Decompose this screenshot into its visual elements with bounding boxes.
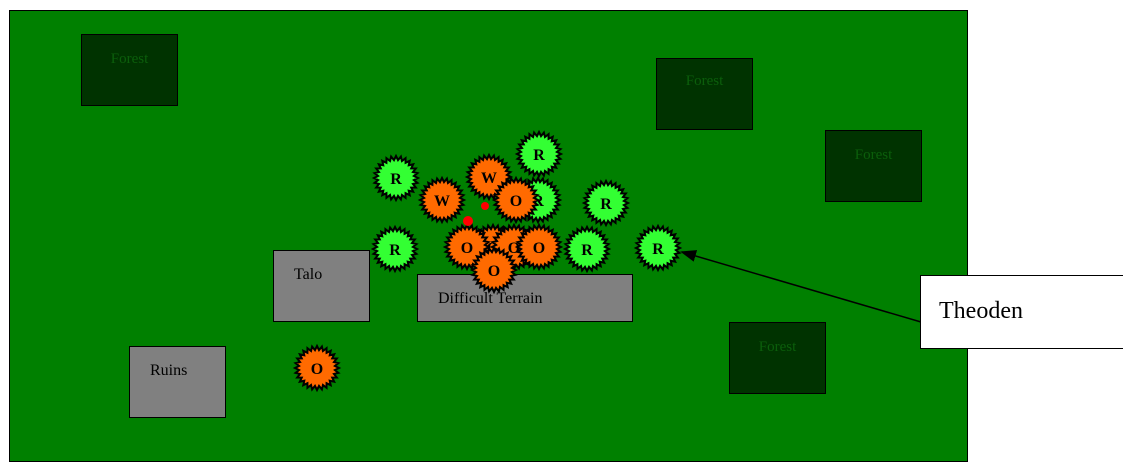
unit-token-r[interactable]: R [633,223,683,273]
unit-token-o[interactable]: O [491,175,541,225]
ruins-area: Ruins [129,346,226,418]
unit-token-shape [581,178,631,228]
forest-area-3: Forest [825,130,922,202]
forest-area-1: Forest [81,34,178,106]
unit-token-shape [514,222,564,272]
unit-token-r[interactable]: R [371,153,421,203]
forest-label-2: Forest [685,73,724,89]
unit-token-shape [469,245,519,295]
forest-label-1: Forest [110,51,149,67]
theoden-callout: Theoden [920,275,1123,349]
forest-area-2: Forest [656,58,753,130]
forest-area-4: Forest [729,322,826,394]
unit-token-label: O [461,240,473,257]
unit-token-shape [491,175,541,225]
unit-token-r[interactable]: R [370,224,420,274]
unit-token-shape [371,153,421,203]
unit-token-shape [514,129,564,179]
unit-token-label: W [434,193,450,210]
talo-label: Talo [294,266,323,283]
unit-token-shape [633,223,683,273]
unit-token-r[interactable]: R [581,178,631,228]
unit-token-label: R [533,147,545,164]
ruins-label: Ruins [150,362,188,379]
difficult-terrain-label: Difficult Terrain [438,290,543,307]
theoden-pointer-arrow [680,250,922,323]
unit-token-shape [417,175,467,225]
talo-building: Talo [273,250,370,322]
theoden-label: Theoden [939,298,1023,324]
forest-label-4: Forest [758,339,797,355]
unit-token-o[interactable]: O [469,245,519,295]
objective-marker-2 [481,202,489,210]
unit-token-label: W [481,170,497,187]
unit-token-shape [562,224,612,274]
objective-marker-1 [463,216,473,226]
unit-token-r[interactable]: R [514,129,564,179]
unit-token-label: R [390,171,402,188]
unit-token-shape [292,343,342,393]
difficult-terrain-area: Difficult Terrain [417,274,633,322]
unit-token-label: O [311,361,323,378]
unit-token-label: O [533,240,545,257]
unit-token-w[interactable]: W [417,175,467,225]
unit-token-o[interactable]: O [292,343,342,393]
unit-token-label: R [389,242,401,259]
forest-label-3: Forest [854,147,893,163]
unit-token-label: R [652,241,664,258]
unit-token-shape [370,224,420,274]
unit-token-label: O [510,193,522,210]
unit-token-label: O [488,263,500,280]
unit-token-o[interactable]: O [514,222,564,272]
unit-token-r[interactable]: R [562,224,612,274]
unit-token-label: R [600,196,612,213]
unit-token-label: R [581,242,593,259]
